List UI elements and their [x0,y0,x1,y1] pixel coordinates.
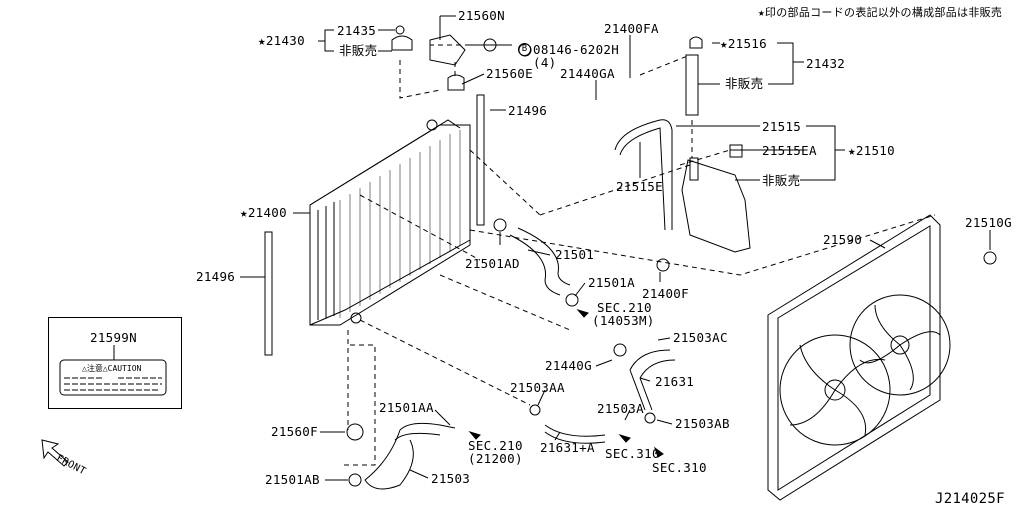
part-label-21631A[interactable]: 21631+A [540,440,595,455]
part-label-21400[interactable]: ★21400 [240,205,287,220]
drawing-id: J214025F [935,491,1005,507]
not-sold-label: 非販売 [725,76,764,91]
part-label-21515E[interactable]: 21515E [616,179,663,194]
part-label-21516[interactable]: ★21516 [720,36,767,51]
reservoir-tank [681,159,751,253]
part-label-21503AC[interactable]: 21503AC [673,330,728,345]
part-label-21430[interactable]: ★21430 [258,33,305,48]
part-label-21503A[interactable]: 21503A [597,401,644,416]
part-label-21599N[interactable]: 21599N [90,330,137,345]
hose-21501AA [394,422,456,441]
part-label-21501A[interactable]: 21501A [588,275,635,290]
part-label-21440GA[interactable]: 21440GA [560,66,615,81]
part-label-21400F[interactable]: 21400F [642,286,689,301]
note-text: ★印の部品コードの表記以外の構成部品は非販売 [758,6,1003,19]
part-label-21560E[interactable]: 21560E [486,66,533,81]
part-label-08146-6202H[interactable]: 08146-6202H [533,42,620,57]
part-label-21432[interactable]: 21432 [806,56,846,71]
part-label-21503AA[interactable]: 21503AA [510,380,565,395]
bolt-badge: B [518,43,531,56]
seal-top [476,94,485,226]
part-label-21501[interactable]: 21501 [555,247,595,262]
hose-21631 [629,349,676,411]
section-ref-310-b[interactable]: SEC.310 [652,460,707,475]
not-sold-label: 非販売 [339,43,378,58]
part-label-21560N[interactable]: 21560N [458,8,505,23]
hose-21631A [544,424,606,444]
fan-shroud-drawing [767,214,951,501]
not-sold-label: 非販売 [762,173,801,188]
part-label-21435[interactable]: 21435 [337,23,377,38]
part-label-21400FA[interactable]: 21400FA [604,21,659,36]
section-ref-210[interactable]: SEC.210 [597,300,652,315]
section-ref-14053M: (14053M) [592,313,655,328]
part-label-21503AB[interactable]: 21503AB [675,416,730,431]
section-ref-310-a[interactable]: SEC.310 [605,446,660,461]
part-label-21560F[interactable]: 21560F [271,424,318,439]
part-label-21631[interactable]: 21631 [655,374,695,389]
bolt-quantity: (4) [533,55,557,70]
part-label-21590[interactable]: 21590 [823,232,863,247]
section-ref-21200: (21200) [468,451,523,466]
part-label-21496-top[interactable]: 21496 [508,103,548,118]
hose-21501 [509,227,571,296]
part-label-21440G[interactable]: 21440G [545,358,592,373]
part-label-21510G[interactable]: 21510G [965,215,1012,230]
part-label-21503[interactable]: 21503 [431,471,471,486]
seal-left [264,231,273,356]
part-label-21510[interactable]: ★21510 [848,143,895,158]
part-label-21515[interactable]: 21515 [762,119,802,134]
part-label-21501AB[interactable]: 21501AB [265,472,320,487]
section-ref-210-b[interactable]: SEC.210 [468,438,523,453]
caution-text: △注意△CAUTION [82,364,142,373]
part-label-21515EA[interactable]: 21515EA [762,143,817,158]
radiator-drawing [309,119,471,326]
caution-label-box [48,317,182,409]
bracket-21560N [429,34,466,66]
part-label-21501AA[interactable]: 21501AA [379,400,434,415]
part-label-21496-left[interactable]: 21496 [196,269,236,284]
part-label-21501AD[interactable]: 21501AD [465,256,520,271]
